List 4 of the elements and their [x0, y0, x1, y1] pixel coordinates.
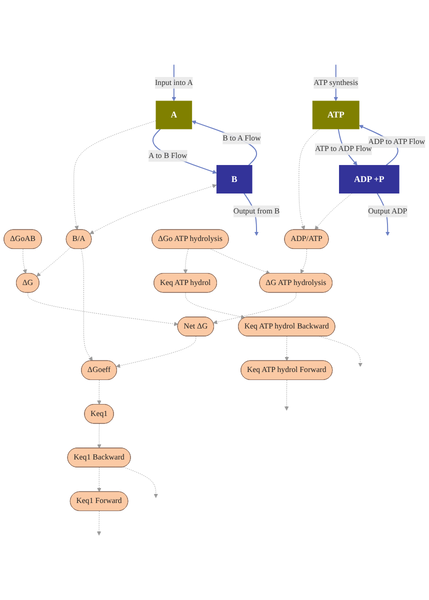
node-box: A	[156, 100, 192, 130]
node-box: B	[216, 165, 252, 194]
node-box: ATP	[312, 100, 360, 130]
node-box: ADP +P	[339, 165, 400, 194]
